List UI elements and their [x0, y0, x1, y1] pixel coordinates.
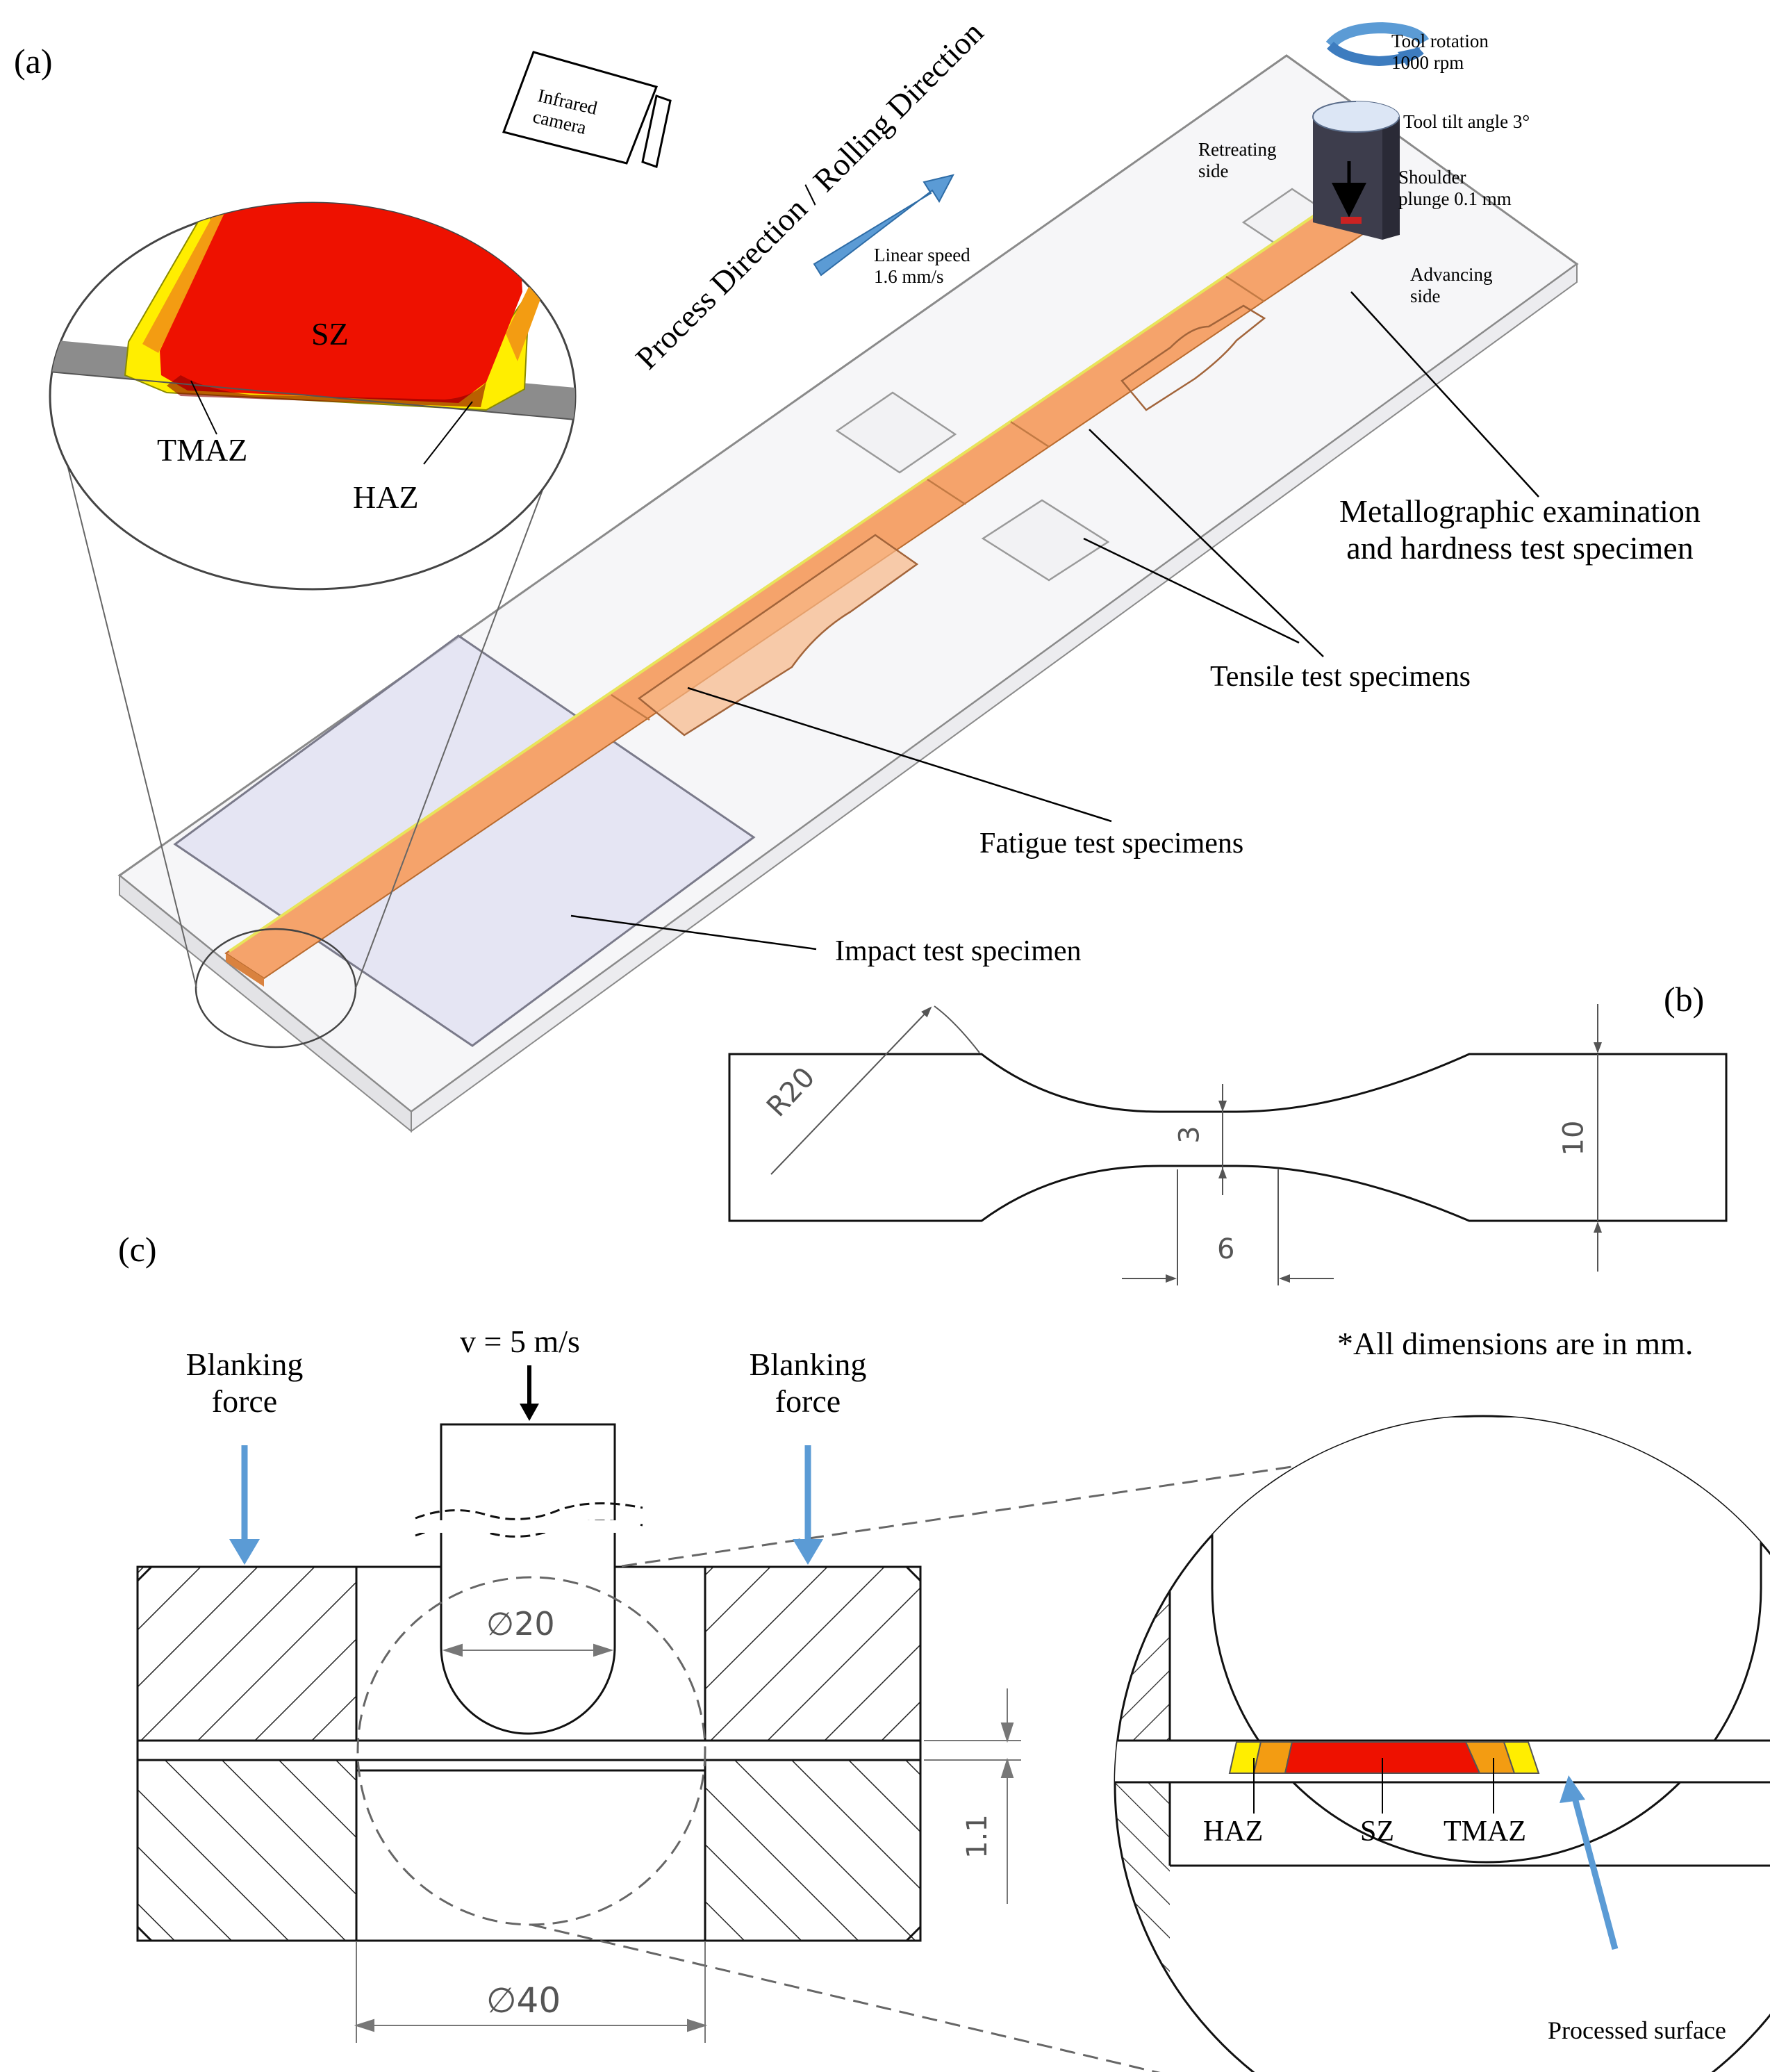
gauge-length-dimension: 6 [1217, 1233, 1235, 1265]
zoom-sz-label: SZ [311, 316, 349, 352]
tool-tilt-label: Tool tilt angle 3° [1403, 111, 1530, 132]
processed-surface-label: Processed surface [1548, 2016, 1726, 2044]
tool-rotation-label: Tool rotation 1000 rpm [1391, 31, 1489, 74]
tensile-specimen-outline [1120, 304, 1266, 411]
fatigue-specimen-outline [637, 534, 919, 737]
tool-rotation-arrow [1325, 22, 1429, 67]
upper-holder-left [136, 1565, 358, 1742]
blanking-force-left-label: Blanking force [185, 1347, 304, 1419]
panel-b-drawing [728, 1004, 1728, 1285]
haz-zoom-inset [49, 202, 577, 591]
blanking-zoom-inset [1114, 1415, 1770, 2072]
retreating-side-label: Retreating side [1198, 139, 1277, 182]
zoom-sz-label-c: SZ [1360, 1816, 1395, 1848]
upper-holder-right [704, 1565, 922, 1742]
punch-diameter-dimension: ∅20 [486, 1605, 555, 1643]
narrow-width-dimension: 3 [1173, 1126, 1206, 1144]
full-width-dimension: 10 [1557, 1120, 1590, 1156]
metallographic-label: Metallographic examination and hardness … [1339, 493, 1701, 566]
dimensions-note: *All dimensions are in mm. [1337, 1326, 1694, 1361]
tool-icon [1312, 101, 1400, 240]
zoom-tmaz-label: TMAZ [157, 432, 248, 468]
panel-a-drawing [49, 22, 1579, 1133]
processed-strip-edge [226, 953, 264, 987]
lower-die-left [136, 1759, 358, 1942]
infrared-camera-icon [502, 51, 672, 168]
sheet-metal [136, 1739, 922, 1761]
zoom-haz-label-c: HAZ [1203, 1816, 1264, 1848]
impact-label: Impact test specimen [835, 935, 1082, 967]
velocity-label: v = 5 m/s [460, 1324, 580, 1359]
punch [440, 1423, 616, 1735]
process-direction-arrow [813, 174, 954, 277]
tensile-label: Tensile test specimens [1210, 661, 1471, 693]
processed-surface-arrow [1570, 1791, 1619, 1950]
zoom-lens-a [51, 402, 576, 1049]
strip-highlight [228, 192, 1348, 953]
zoom-tmaz-label-c: TMAZ [1444, 1816, 1526, 1848]
lower-die-right [704, 1759, 922, 1942]
base-plate-side [411, 263, 1578, 1133]
zoom-haz-label: HAZ [353, 479, 419, 515]
panel-a-label: (a) [14, 42, 53, 81]
tensile-pad-upper [835, 391, 957, 474]
tensile-dogbone [728, 1053, 1728, 1222]
die-diameter-dimension: ∅40 [486, 1980, 561, 2021]
fatigue-label: Fatigue test specimens [979, 828, 1244, 860]
blanking-force-right-label: Blanking force [749, 1347, 867, 1419]
shoulder-plunge-label: Shoulder plunge 0.1 mm [1398, 167, 1512, 210]
thickness-dimension: 1.1 [961, 1814, 993, 1859]
panel-c-label: (c) [118, 1230, 157, 1269]
strip-dividers [611, 275, 1265, 721]
panel-c-drawing [136, 1365, 1770, 2072]
tensile-pad-lower [981, 499, 1110, 582]
advancing-side-label: Advancing side [1410, 264, 1493, 307]
linear-speed-label: Linear speed 1.6 mm/s [874, 245, 970, 288]
leader-lines-a [570, 291, 1539, 951]
panel-b-label: (b) [1664, 980, 1705, 1019]
